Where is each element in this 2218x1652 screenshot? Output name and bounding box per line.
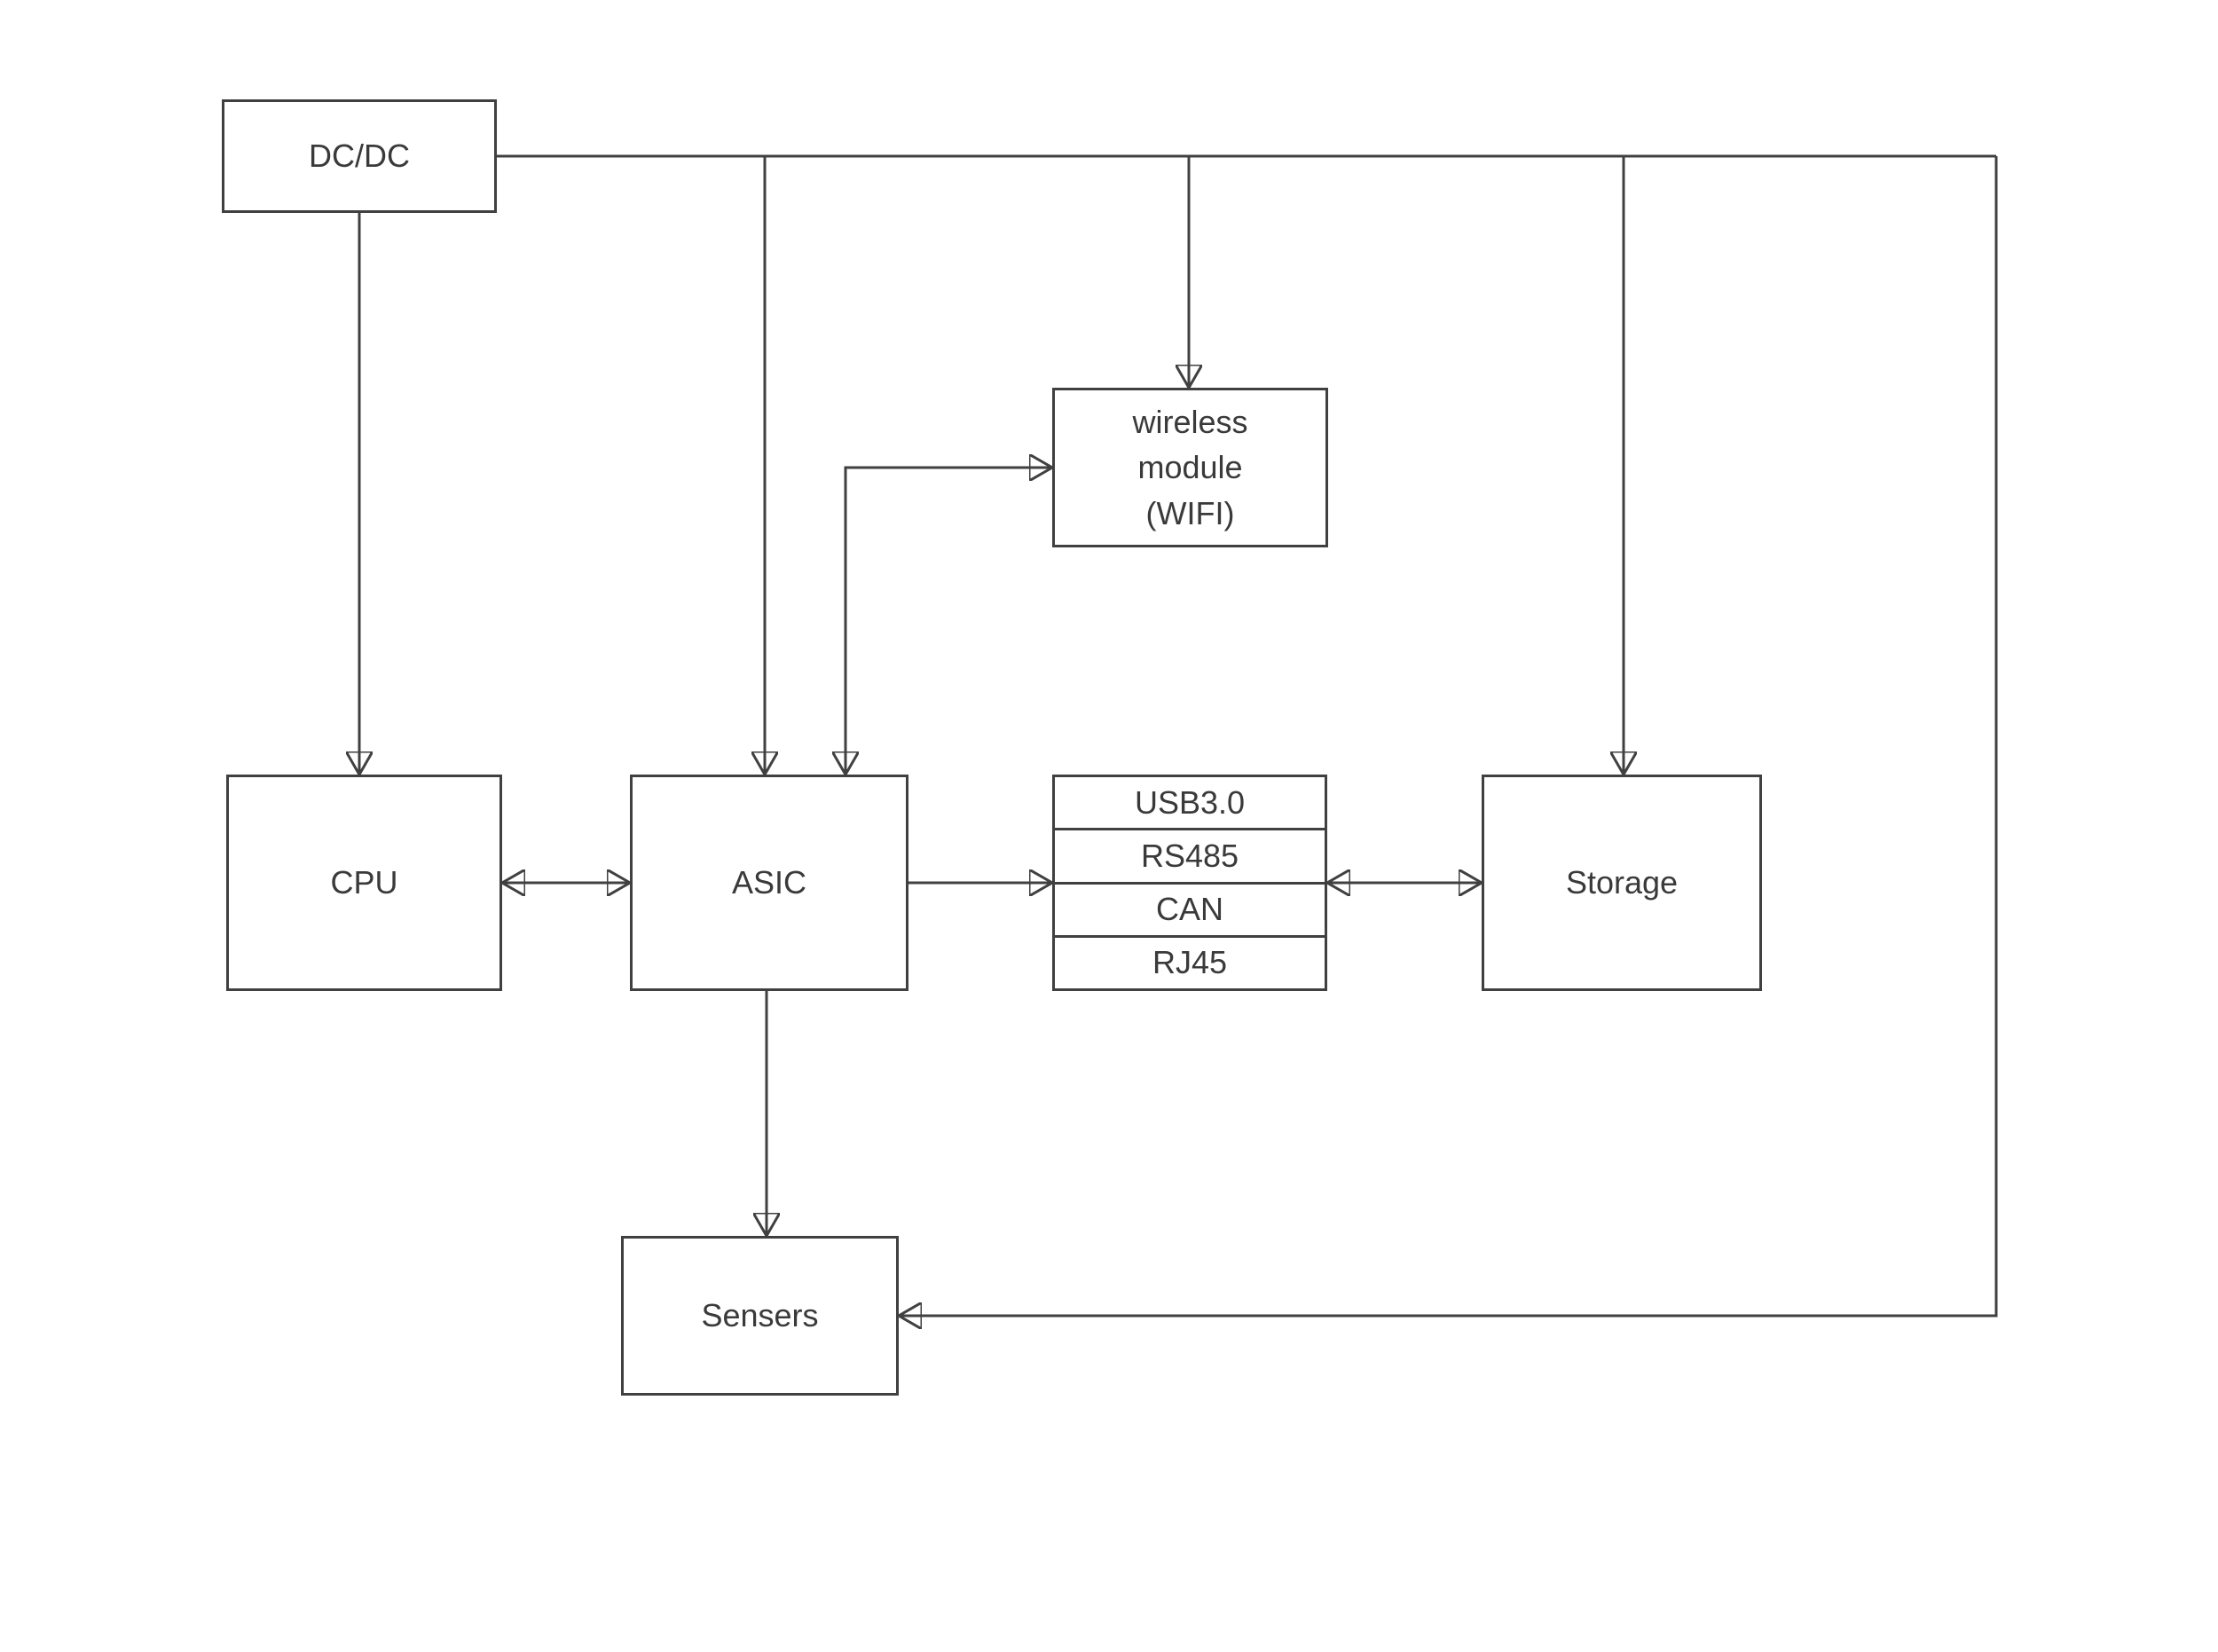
node-io-stack: USB3.0 RS485 CAN RJ45 bbox=[1052, 775, 1327, 991]
node-wireless-label-line3: (WIFI) bbox=[1145, 494, 1235, 531]
node-sensors-label: Sensers bbox=[701, 1297, 819, 1333]
node-wireless-label-line1: wireless bbox=[1132, 404, 1248, 441]
connector-rail-to-sensors bbox=[899, 156, 1998, 1316]
io-row-usb30: USB3.0 bbox=[1055, 777, 1325, 831]
io-row-rj45: RJ45 bbox=[1152, 944, 1228, 981]
node-storage: Storage bbox=[1482, 775, 1762, 991]
node-storage-label: Storage bbox=[1565, 864, 1679, 901]
node-sensors: Sensers bbox=[621, 1236, 899, 1396]
io-row-rs485: RS485 bbox=[1055, 830, 1325, 885]
node-cpu-label: CPU bbox=[330, 864, 398, 901]
node-dcdc: DC/DC bbox=[222, 99, 497, 213]
io-row-can: CAN bbox=[1055, 885, 1325, 938]
node-wireless-module: wireless module (WIFI) bbox=[1052, 388, 1328, 547]
node-cpu: CPU bbox=[226, 775, 502, 991]
node-asic-label: ASIC bbox=[731, 864, 807, 901]
connector-asic-wireless-bidirectional bbox=[846, 468, 1052, 775]
node-asic: ASIC bbox=[630, 775, 908, 991]
node-wireless-label-line2: module bbox=[1137, 449, 1243, 486]
node-dcdc-label: DC/DC bbox=[309, 138, 410, 174]
